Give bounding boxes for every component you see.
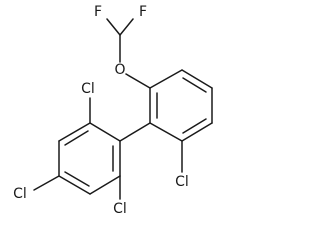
chemical-structure: F F O Cl Cl Cl Cl — [13, 4, 213, 217]
bond-ring2-5 — [89, 175, 121, 195]
fluorine-right-label: F — [139, 4, 147, 20]
bond-ring2-cl-left — [33, 175, 60, 191]
bond-o-ring — [125, 73, 151, 89]
chlorine-ring-right-label: Cl — [175, 174, 189, 190]
bond-ring1-5 — [149, 122, 183, 142]
chlorine-top-label: Cl — [81, 81, 95, 97]
chlorine-left-label: Cl — [13, 186, 27, 202]
fluorine-left-label: F — [94, 4, 102, 20]
bond-ring1-2 — [181, 69, 213, 89]
bond-ring1-4-inner — [182, 118, 207, 134]
bond-ring1-2-inner — [182, 77, 207, 93]
bond-biaryl — [119, 122, 151, 142]
bond-ring2-2 — [58, 122, 91, 142]
bond-ring2-1 — [89, 122, 121, 142]
oxygen-label: O — [114, 62, 125, 78]
bond-lines — [33, 18, 213, 200]
chlorine-bottom-right-label: Cl — [113, 201, 127, 217]
bond-c-f-right — [119, 18, 134, 36]
bond-ring2-4-inner — [64, 171, 90, 187]
bond-ring1-4 — [181, 122, 213, 142]
bond-ring1-1 — [149, 69, 183, 89]
bond-ring2-2-inner — [64, 130, 89, 146]
bond-c-f-left — [106, 18, 121, 36]
bond-ring2-4 — [58, 175, 91, 195]
